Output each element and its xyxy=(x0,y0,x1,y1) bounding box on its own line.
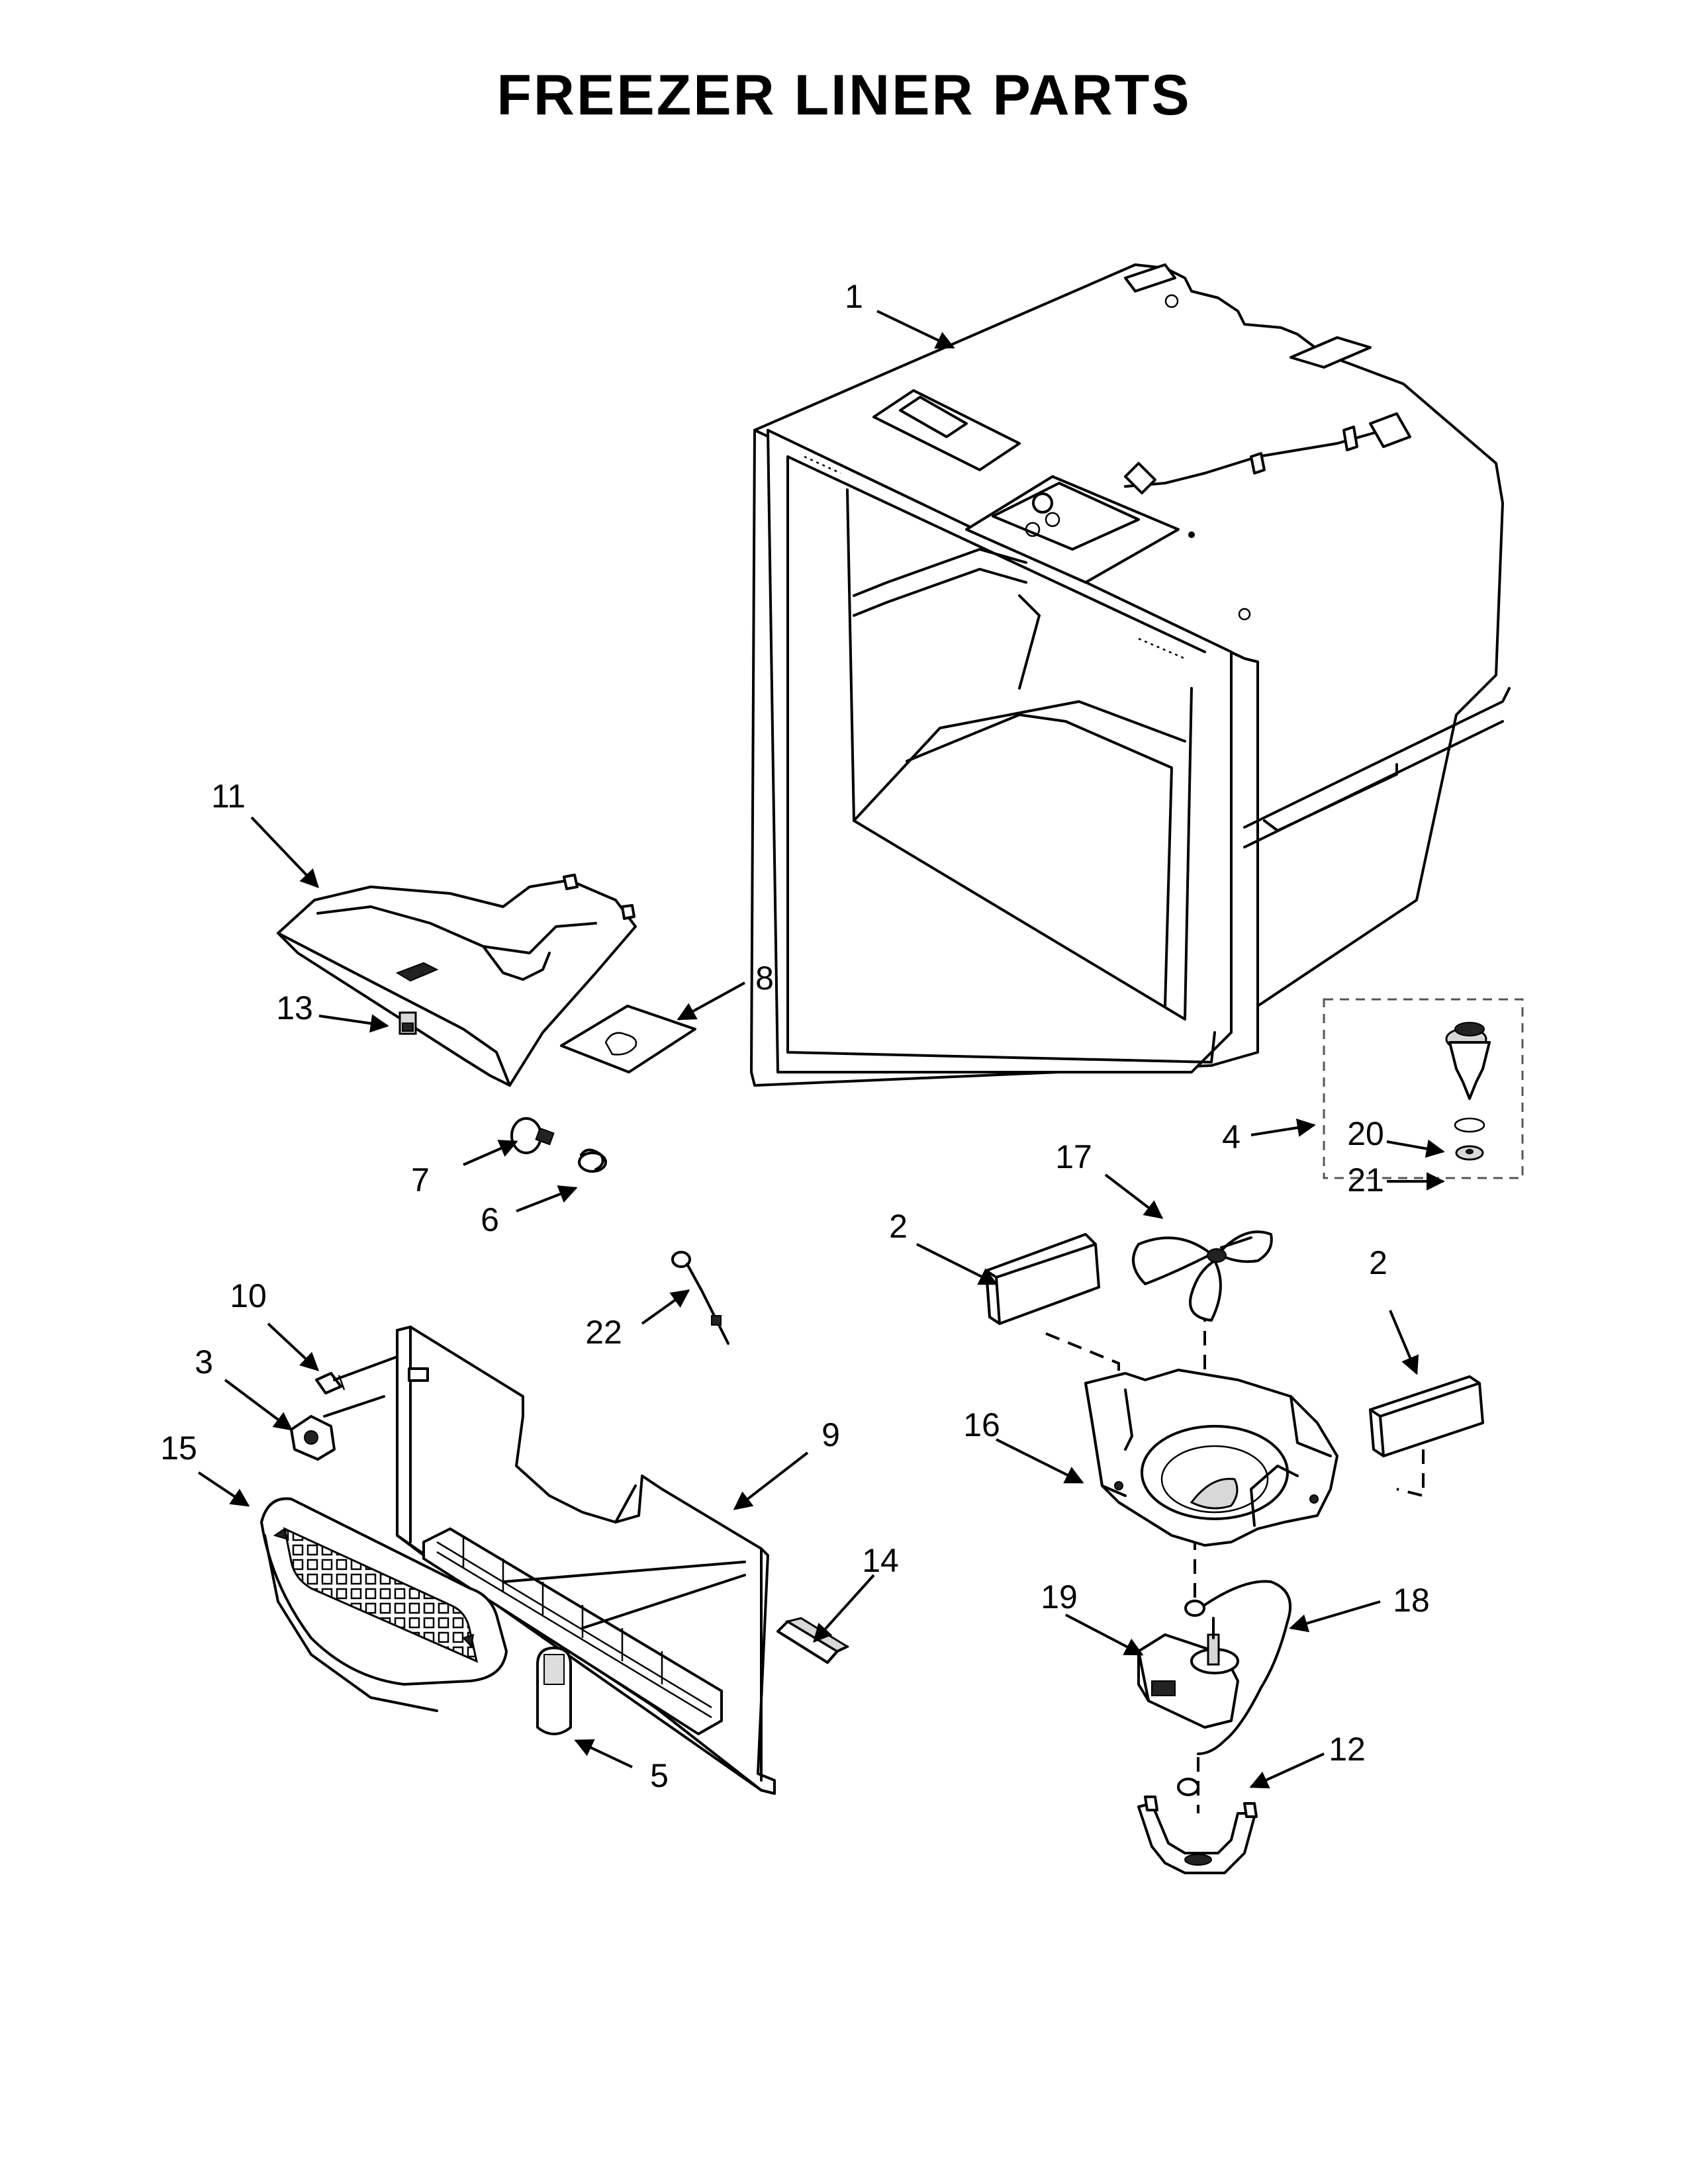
part-15-grille xyxy=(260,1497,508,1712)
part-19-fan-motor xyxy=(1137,1617,1239,1729)
part-17-fan-blade xyxy=(1132,1230,1273,1322)
part-18-wire-harness xyxy=(1177,1580,1292,1796)
callout-9: 9 xyxy=(821,1416,840,1453)
callout-12: 12 xyxy=(1329,1731,1366,1768)
callout-14: 14 xyxy=(862,1542,899,1579)
callout-11: 11 xyxy=(211,778,246,815)
callout-leaders xyxy=(197,310,1445,1789)
callout-16: 16 xyxy=(963,1406,1000,1443)
callout-20: 20 xyxy=(1347,1115,1384,1152)
callout-7: 7 xyxy=(411,1161,430,1199)
callout-2-left: 2 xyxy=(889,1208,908,1245)
callout-8: 8 xyxy=(755,960,774,997)
callout-2-right: 2 xyxy=(1369,1244,1387,1281)
callout-5: 5 xyxy=(650,1757,669,1794)
part-16-fan-shroud xyxy=(1084,1369,1338,1547)
part-5-thermostat xyxy=(536,1647,572,1735)
callout-15: 15 xyxy=(160,1430,197,1467)
callout-13: 13 xyxy=(276,989,313,1026)
part-14-seal xyxy=(776,1617,850,1664)
parts-box-20-21 xyxy=(1323,998,1524,1179)
callout-1: 1 xyxy=(845,278,863,315)
part-6-socket xyxy=(578,1148,607,1173)
part-3-bracket xyxy=(290,1395,385,1461)
callout-3: 3 xyxy=(195,1343,213,1381)
part-13-switch xyxy=(399,1011,417,1035)
callout-4: 4 xyxy=(1222,1118,1241,1156)
part-22-thermistor xyxy=(671,1251,729,1345)
part-12-motor-bracket xyxy=(1137,1796,1258,1874)
callout-18: 18 xyxy=(1393,1582,1430,1619)
page-title: FREEZER LINER PARTS xyxy=(496,64,1192,127)
part-9-evaporator-cover xyxy=(396,1326,776,1795)
callout-10: 10 xyxy=(230,1277,267,1314)
part-8-label xyxy=(560,1005,696,1073)
part-2-foam-right xyxy=(1369,1375,1484,1457)
callout-17: 17 xyxy=(1055,1138,1092,1175)
part-7-bulb xyxy=(510,1117,555,1154)
callout-labels: 1 2 2 3 4 5 6 7 8 9 10 11 12 13 14 15 16… xyxy=(160,278,1430,1794)
callout-21: 21 xyxy=(1347,1161,1384,1199)
callout-6: 6 xyxy=(481,1201,499,1238)
callout-22: 22 xyxy=(585,1314,622,1351)
part-2-foam-left xyxy=(985,1233,1100,1325)
part-freezer-liner xyxy=(750,263,1511,1087)
part-10-screw xyxy=(315,1355,399,1394)
part-11-duct-cover xyxy=(277,874,637,1087)
callout-19: 19 xyxy=(1041,1578,1078,1615)
